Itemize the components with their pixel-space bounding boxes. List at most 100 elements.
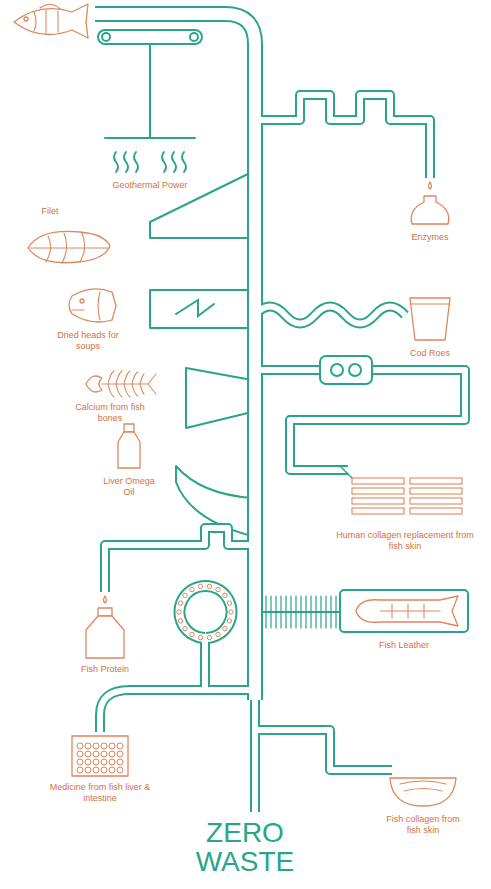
tube-bores [105, 528, 255, 592]
fish-leather-icon [356, 596, 458, 626]
collagen-sheets [352, 488, 404, 494]
fish-bones-icon [108, 371, 144, 397]
geothermal-machine [190, 33, 198, 41]
branch-shapes [150, 172, 252, 536]
medicine-jar-icon [77, 751, 83, 757]
tube-walls [255, 307, 405, 324]
coil-beads [227, 601, 231, 605]
enzymes-flask-icon [429, 182, 432, 189]
tube-walls [95, 14, 255, 700]
fish-leather-icon [340, 590, 468, 632]
dried-head-icon [80, 299, 84, 303]
branch-shapes [186, 368, 252, 428]
geothermal-machine [114, 152, 186, 172]
coil-beads [216, 632, 220, 636]
tube-walls [180, 586, 232, 638]
filet-icon [28, 231, 110, 262]
oil-bottle-icon [118, 432, 140, 468]
coil-beads [178, 601, 182, 605]
collagen-sheets [410, 478, 462, 484]
coil-beads [177, 610, 181, 614]
product-label: Cod Roes [400, 348, 460, 359]
collagen-sheets [352, 508, 404, 514]
collagen-sheets [352, 478, 404, 484]
medicine-jar-icon [77, 759, 83, 765]
protein-bottle-icon [86, 596, 124, 658]
cod-roes-cup-icon [410, 303, 450, 304]
tube-bores [255, 95, 430, 178]
coil-beads [207, 635, 211, 639]
dried-head-icon [72, 292, 100, 320]
cod-roes-cup-icon [410, 298, 450, 340]
tube-walls [255, 365, 322, 375]
branch-shapes [150, 290, 252, 328]
coil-beads [198, 584, 202, 588]
medicine-jar-icon [117, 751, 123, 757]
medicine-jar-icon [101, 767, 107, 773]
fish-leather-icon [340, 590, 468, 632]
coil-beads [207, 584, 211, 588]
geothermal-machine [105, 44, 195, 138]
medicine-jar-icon [93, 759, 99, 765]
tube-bores [255, 367, 322, 373]
dried-head-icon [69, 289, 116, 322]
leather-comb [266, 596, 336, 628]
geothermal-machine [98, 30, 202, 172]
tube-walls [255, 730, 392, 770]
tube-bores [290, 370, 465, 470]
fish-icon [14, 4, 88, 38]
collagen-sheets [340, 466, 462, 514]
branch-shapes [176, 300, 214, 316]
coil-beads [223, 627, 227, 631]
tube-bores [252, 688, 258, 813]
collagen-bowl-icon [390, 778, 456, 806]
tube-bores [255, 307, 405, 324]
tube-walls [290, 370, 465, 470]
product-label: Fish collagen from fish skin [378, 814, 468, 836]
collagen-bowl-icon [390, 778, 456, 806]
collagen-sheets [352, 498, 404, 504]
leather-comb [262, 596, 340, 628]
collagen-machine [320, 356, 372, 384]
coil-beads [183, 593, 187, 597]
diagram-title: ZERO WASTE [180, 818, 310, 877]
medicine-jar-icon [101, 751, 107, 757]
medicine-jar-icon [93, 767, 99, 773]
tube-walls [105, 528, 255, 592]
medicine-jar-icon [101, 759, 107, 765]
product-label: Medicine from fish liver & intestine [45, 782, 155, 804]
medicine-jar-icon [109, 743, 115, 749]
product-label: Fish Leather [364, 640, 444, 651]
medicine-jar-icon [93, 751, 99, 757]
product-label: Human collagen replacement from fish ski… [330, 530, 480, 552]
tube-bores [255, 730, 392, 770]
enzymes-flask-icon [411, 182, 449, 224]
tube-walls [100, 690, 255, 732]
fish-leather-icon [380, 604, 440, 618]
tube-walls [95, 14, 465, 812]
coil-beads [198, 635, 202, 639]
enzymes-flask-icon [411, 196, 449, 224]
medicine-jar-icon [85, 743, 91, 749]
product-label: Calcium from fish bones [68, 402, 152, 424]
product-label: Fish Protein [65, 664, 145, 675]
collagen-bowl-icon [400, 781, 446, 791]
tube-bores [180, 586, 232, 638]
product-label: Geothermal Power [105, 180, 195, 191]
medicine-jar-icon [77, 767, 83, 773]
product-label: Enzymes [395, 232, 465, 243]
medicine-jar-icon [109, 759, 115, 765]
protein-bottle-icon [98, 608, 112, 616]
tube-bores [100, 690, 255, 732]
fish-icon [24, 17, 28, 21]
collagen-machine [349, 364, 361, 376]
coil-beads [223, 593, 227, 597]
medicine-jar-icon [117, 743, 123, 749]
fish-bones-icon [86, 376, 102, 392]
oil-bottle-icon [118, 424, 140, 468]
protein-bottle-icon [104, 596, 107, 603]
coil-beads [177, 584, 233, 640]
medicine-jar-icon [117, 767, 123, 773]
product-label: Filet [28, 206, 72, 217]
